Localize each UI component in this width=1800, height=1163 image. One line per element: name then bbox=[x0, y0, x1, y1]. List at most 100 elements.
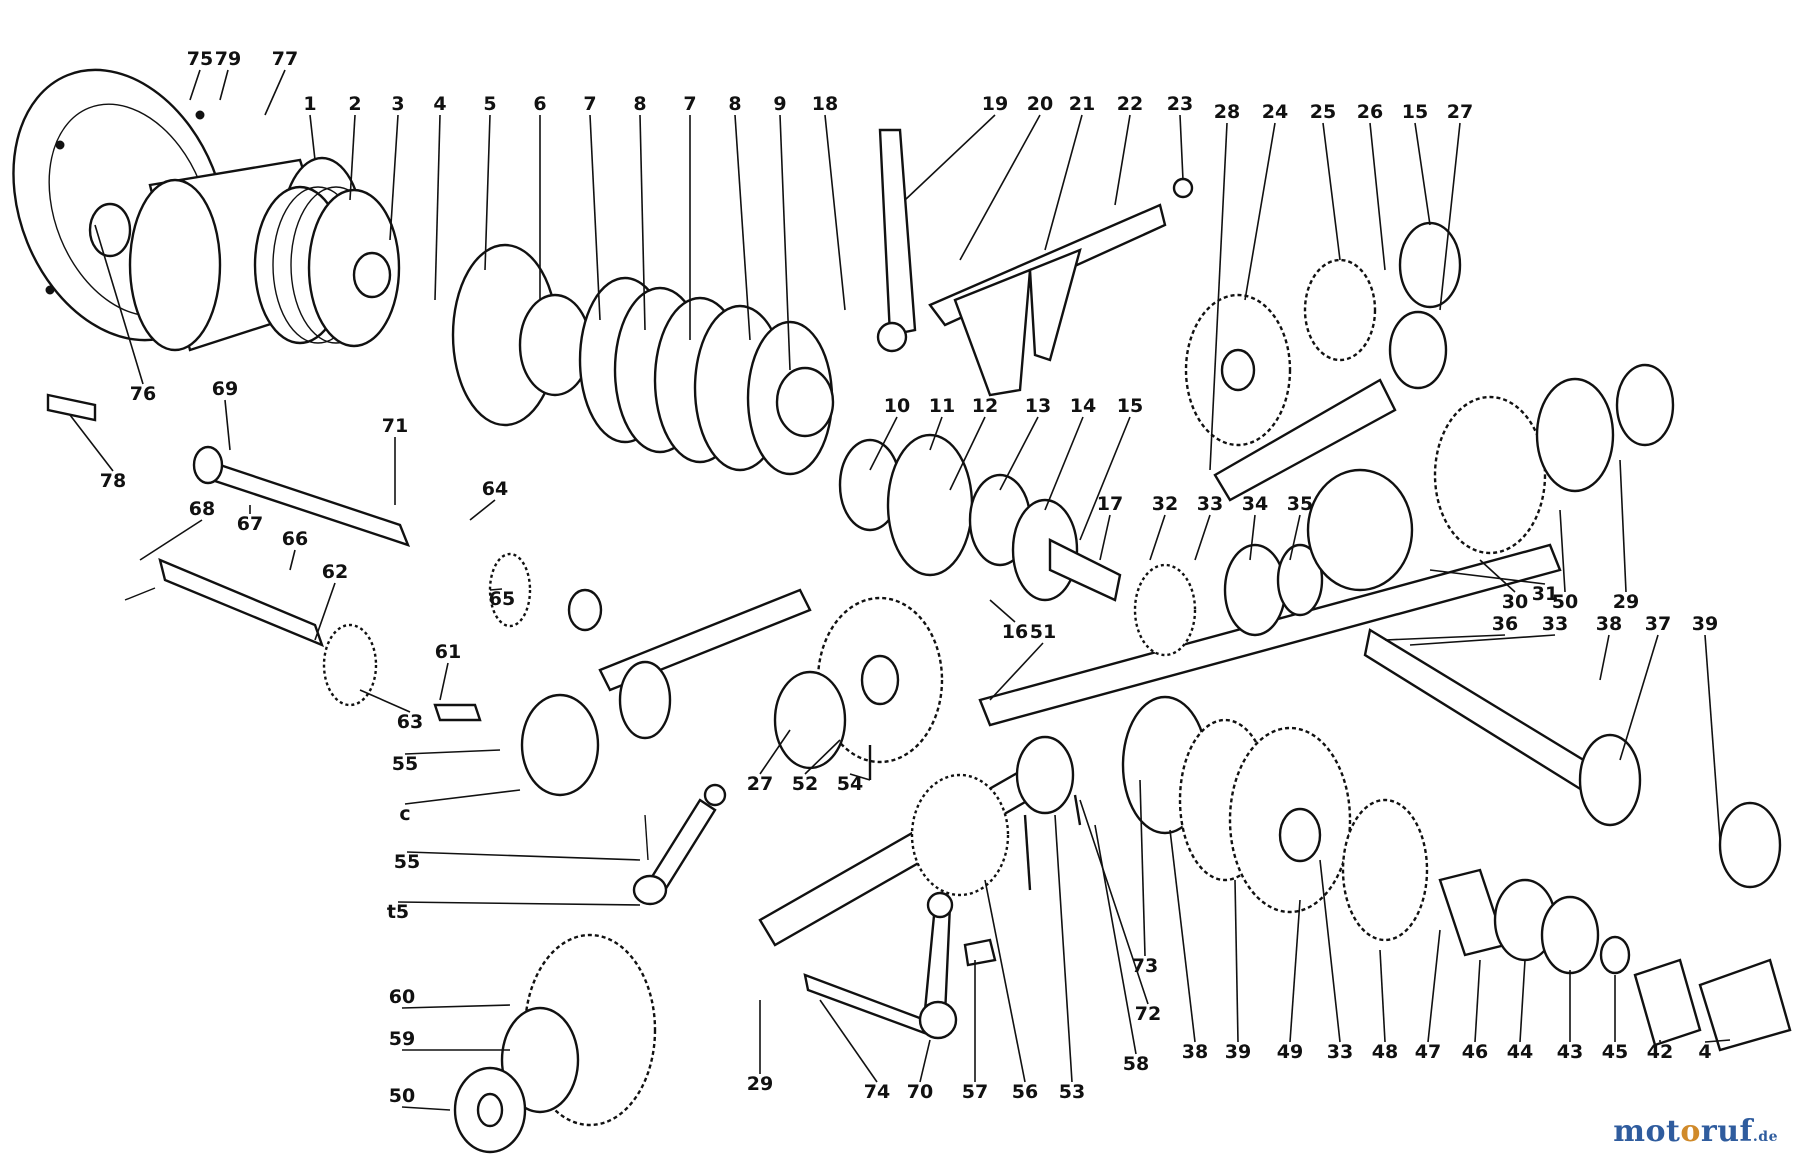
leader-line bbox=[309, 114, 316, 161]
leader-line bbox=[1619, 634, 1659, 761]
clutch-springs bbox=[253, 185, 401, 348]
leader-line bbox=[1379, 949, 1386, 1043]
part-label: c bbox=[399, 803, 410, 825]
part-label: 47 bbox=[1415, 1041, 1441, 1063]
part-label: 23 bbox=[1167, 93, 1193, 115]
leader-line bbox=[389, 114, 399, 241]
leader-line bbox=[1369, 122, 1386, 271]
part-label: 16 bbox=[1002, 621, 1028, 643]
part-label: 24 bbox=[1262, 101, 1288, 123]
leader-line bbox=[1249, 514, 1256, 561]
part-label: 5 bbox=[483, 93, 496, 115]
leader-line bbox=[824, 114, 846, 311]
upper-gears bbox=[1184, 221, 1462, 502]
part-label: 10 bbox=[884, 395, 910, 417]
leader-line bbox=[929, 416, 943, 451]
leader-line bbox=[949, 416, 986, 491]
leader-line bbox=[989, 642, 1044, 701]
part-label: 11 bbox=[929, 395, 955, 417]
leader-line bbox=[401, 1106, 451, 1111]
part-label: 77 bbox=[272, 48, 298, 70]
part-label: 22 bbox=[1117, 93, 1143, 115]
part-label: 65 bbox=[489, 588, 515, 610]
leader-line bbox=[734, 114, 751, 341]
part-label: t5 bbox=[387, 901, 409, 923]
leader-line bbox=[959, 114, 1041, 261]
leader-line bbox=[1559, 509, 1566, 593]
watermark-part2: o bbox=[1680, 1114, 1701, 1149]
part-label: 57 bbox=[962, 1081, 988, 1103]
leader-line bbox=[1289, 514, 1301, 561]
part-label: 7 bbox=[583, 93, 596, 115]
leader-line bbox=[397, 901, 641, 906]
center-gear bbox=[773, 596, 944, 770]
watermark-tld: .de bbox=[1752, 1129, 1778, 1145]
leader-line bbox=[264, 69, 286, 116]
right-cluster-gears bbox=[1121, 695, 1429, 942]
leader-line bbox=[314, 582, 336, 641]
output-shaft bbox=[1363, 628, 1782, 889]
input-shaft bbox=[520, 588, 812, 797]
leader-line bbox=[1704, 634, 1721, 841]
part-label: 15 bbox=[1117, 395, 1143, 417]
part-label: 52 bbox=[792, 773, 818, 795]
leader-line bbox=[1149, 514, 1166, 561]
part-label: 33 bbox=[1542, 613, 1568, 635]
part-label: 30 bbox=[1502, 591, 1528, 613]
leader-line bbox=[1479, 559, 1516, 593]
leader-line bbox=[1114, 114, 1131, 206]
leader-line bbox=[404, 789, 521, 805]
part-label: 18 bbox=[812, 93, 838, 115]
leader-line bbox=[434, 114, 441, 301]
leader-line bbox=[219, 69, 229, 101]
leader-line bbox=[94, 224, 144, 385]
part-label: 17 bbox=[1097, 493, 1123, 515]
leader-line bbox=[1704, 1039, 1731, 1043]
keys-pins bbox=[46, 393, 1082, 891]
leader-line bbox=[904, 114, 996, 201]
leader-line bbox=[1139, 779, 1146, 957]
leader-line bbox=[189, 69, 201, 101]
part-label: 67 bbox=[237, 513, 263, 535]
part-label: 1 bbox=[303, 93, 316, 115]
part-label: 13 bbox=[1025, 395, 1051, 417]
part-label: 51 bbox=[1030, 621, 1056, 643]
part-label: 50 bbox=[1552, 591, 1578, 613]
leader-line bbox=[1099, 514, 1111, 561]
leader-line bbox=[1619, 459, 1627, 593]
leader-line bbox=[359, 689, 411, 713]
part-label: 63 bbox=[397, 711, 423, 733]
part-label: 29 bbox=[747, 1073, 773, 1095]
leader-line bbox=[1414, 122, 1431, 226]
part-label: 46 bbox=[1462, 1041, 1488, 1063]
part-label: 33 bbox=[1327, 1041, 1353, 1063]
part-label: 38 bbox=[1596, 613, 1622, 635]
part-label: 53 bbox=[1059, 1081, 1085, 1103]
part-label: 4 bbox=[1698, 1041, 1711, 1063]
part-label: 49 bbox=[1277, 1041, 1303, 1063]
leader-line bbox=[349, 114, 356, 201]
leader-lines bbox=[69, 69, 1731, 1111]
part-label: 74 bbox=[864, 1081, 890, 1103]
leader-line bbox=[139, 519, 203, 561]
part-label: 70 bbox=[907, 1081, 933, 1103]
small-gears bbox=[322, 552, 603, 722]
watermark-part1: mot bbox=[1613, 1114, 1681, 1149]
part-label: 26 bbox=[1357, 101, 1383, 123]
leader-line bbox=[869, 416, 898, 471]
part-label: 19 bbox=[982, 93, 1008, 115]
part-label: 79 bbox=[215, 48, 241, 70]
leader-line bbox=[804, 739, 841, 775]
part-label: 55 bbox=[392, 753, 418, 775]
part-label: 8 bbox=[633, 93, 646, 115]
leader-line bbox=[984, 879, 1026, 1083]
part-label: 28 bbox=[1214, 101, 1240, 123]
leader-line bbox=[1519, 959, 1526, 1043]
leader-line bbox=[404, 749, 501, 755]
leader-line bbox=[999, 416, 1039, 491]
leader-line bbox=[1094, 824, 1137, 1055]
part-label: 78 bbox=[100, 470, 126, 492]
lower-right-parts bbox=[1438, 868, 1792, 1052]
